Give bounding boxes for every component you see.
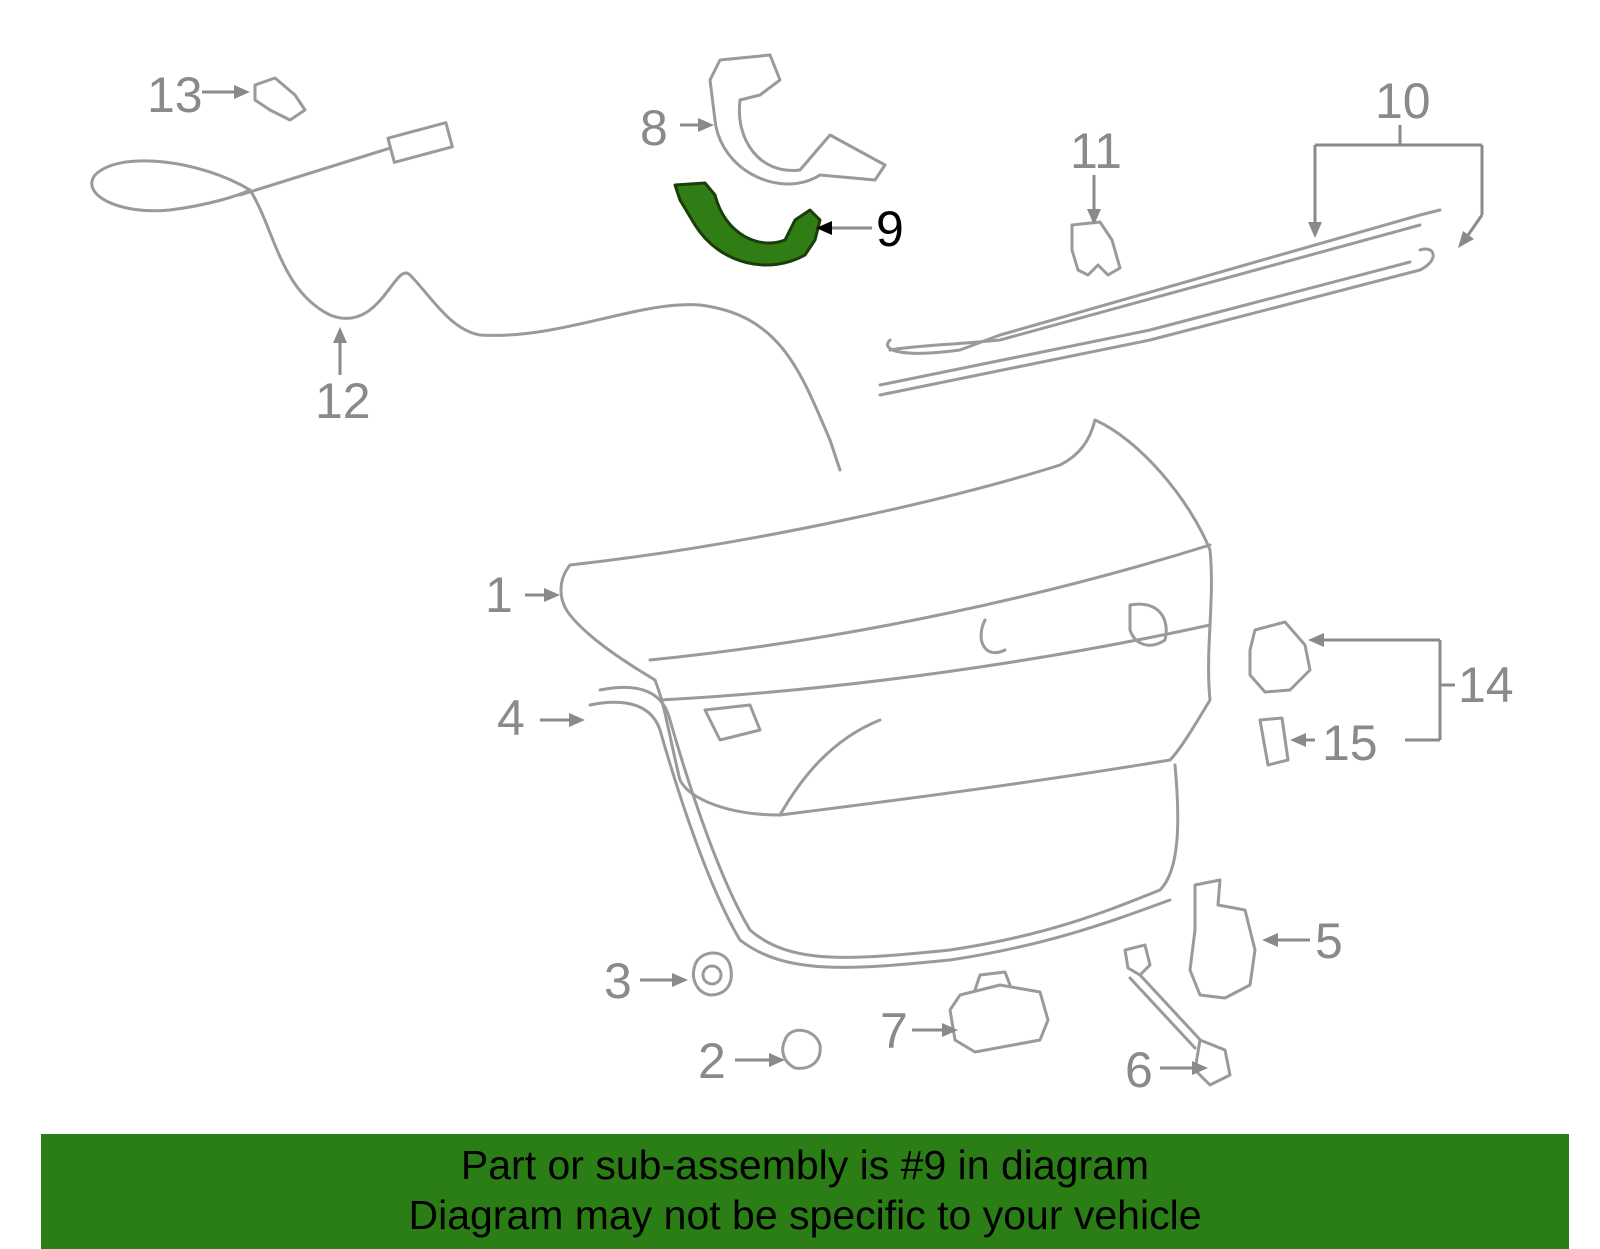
part-3-grommet (692, 951, 733, 997)
part-2-cap (781, 1029, 822, 1070)
part-8-hinge (708, 53, 887, 186)
part-14-lock (1248, 620, 1312, 694)
part-6-cable (1123, 943, 1232, 1087)
banner-line-2: Diagram may not be specific to your vehi… (408, 1192, 1202, 1238)
part-info-banner: Part or sub-assembly is #9 in diagram Di… (41, 1134, 1569, 1249)
callout-8: 8 (640, 100, 668, 156)
leader-lines (202, 85, 1484, 1075)
callout-12: 12 (315, 373, 371, 429)
callout-11: 11 (1070, 123, 1122, 179)
callout-14: 14 (1458, 657, 1514, 713)
callout-7: 7 (880, 1003, 908, 1059)
callout-9: 9 (876, 201, 904, 257)
callout-3: 3 (604, 953, 632, 1009)
part-12-release-cable (90, 121, 842, 472)
callout-labels: 13 8 9 11 10 12 1 4 14 15 5 3 7 2 6 (147, 67, 1514, 1098)
part-7-switch (948, 970, 1050, 1054)
callout-6: 6 (1125, 1042, 1153, 1098)
part-13-clip (253, 76, 307, 122)
callout-1: 1 (485, 567, 513, 623)
part-11-bracket (1070, 220, 1122, 277)
part-4-weatherstrip (588, 685, 1180, 969)
part-9-hinge-highlighted (673, 181, 822, 267)
callout-15: 15 (1322, 715, 1378, 771)
callout-5: 5 (1315, 913, 1343, 969)
part-5-latch (1188, 878, 1257, 1000)
part-1-trunk-lid (559, 418, 1213, 817)
callout-13: 13 (147, 67, 203, 123)
callout-10: 10 (1375, 73, 1431, 129)
banner-line-1: Part or sub-assembly is #9 in diagram (460, 1142, 1150, 1188)
callout-2: 2 (698, 1033, 726, 1089)
part-15-cover (1258, 716, 1290, 767)
part-10-torsion-rods (878, 208, 1442, 397)
callout-4: 4 (497, 690, 525, 746)
